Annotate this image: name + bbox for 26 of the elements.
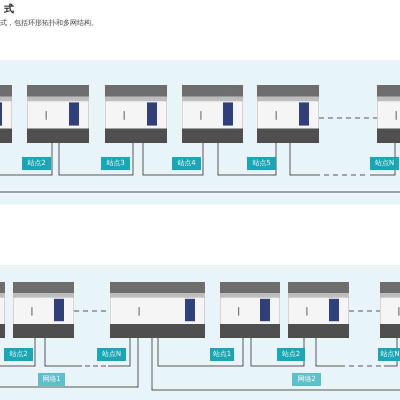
- cable-line: [218, 142, 276, 176]
- plc-drawing: [377, 85, 400, 143]
- cable-line: [0, 338, 36, 366]
- cable-line: [142, 142, 204, 176]
- cable-line: [152, 338, 400, 390]
- cable-line: [58, 142, 134, 176]
- cable-line: [316, 338, 398, 366]
- cable-line: [290, 142, 396, 176]
- plc-drawing: [220, 282, 280, 338]
- heading: 式: [4, 2, 14, 16]
- cable-line: [348, 310, 380, 312]
- plc-drawing: [0, 282, 5, 338]
- cable-line: [44, 338, 130, 366]
- cable-line: [0, 338, 138, 388]
- plc-drawing: [110, 282, 205, 338]
- plc-drawing: [0, 85, 12, 143]
- plc-drawing: [257, 85, 319, 143]
- plc-drawing: [27, 85, 89, 143]
- cable-line: [0, 142, 52, 176]
- cable-line: [158, 338, 244, 366]
- plc-drawing: [13, 282, 74, 338]
- plc-drawing: [288, 282, 349, 338]
- plc-drawing: [182, 85, 243, 143]
- plc-drawing: [105, 85, 167, 143]
- cable-line: [250, 338, 304, 366]
- plc-drawing: [380, 282, 400, 338]
